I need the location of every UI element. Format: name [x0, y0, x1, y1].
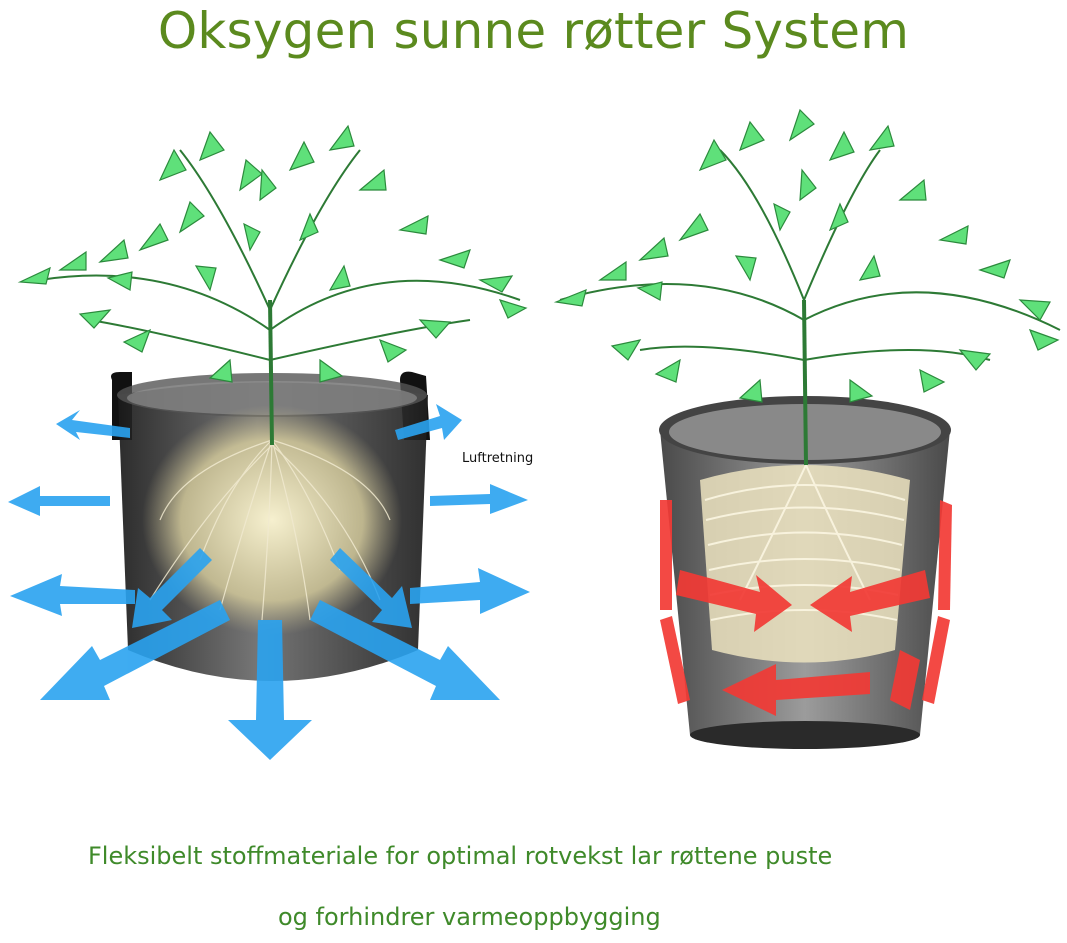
air-arrow-icon [40, 600, 230, 700]
circling-roots [700, 465, 910, 663]
page-title: Oksygen sunne røtter System [157, 2, 910, 60]
heat-arrow-icon [938, 500, 952, 610]
left-grow-bag [111, 371, 430, 681]
caption-line-2: og forhindrer varmeoppbygging [278, 903, 661, 931]
right-plant-foliage [553, 108, 1061, 466]
air-arrow-icon [8, 486, 110, 516]
circling-heat-arrows [660, 500, 952, 716]
heat-arrow-icon [722, 664, 870, 716]
caption-line-1: Fleksibelt stoffmateriale for optimal ro… [88, 842, 833, 870]
heat-arrow-icon [922, 616, 950, 704]
heat-arrow-icon [660, 616, 690, 704]
air-arrow-icon [310, 600, 500, 700]
heat-arrow-icon [890, 650, 920, 710]
heat-arrow-icon [660, 500, 672, 610]
air-arrow-icon [228, 620, 312, 760]
air-arrow-icon [56, 410, 130, 440]
air-direction-label: Luftretning [462, 451, 534, 466]
root-mass [142, 405, 402, 635]
air-arrow-icon [330, 548, 412, 628]
air-arrow-icon [430, 484, 528, 514]
heat-arrow-icon [810, 570, 930, 632]
air-arrow-icon [410, 568, 530, 614]
air-arrow-icon [132, 548, 212, 628]
air-flow-arrows [8, 404, 530, 760]
air-arrow-icon [10, 574, 135, 616]
left-plant-foliage [17, 124, 528, 446]
heat-arrow-icon [676, 570, 792, 632]
air-arrow-icon [395, 404, 462, 440]
